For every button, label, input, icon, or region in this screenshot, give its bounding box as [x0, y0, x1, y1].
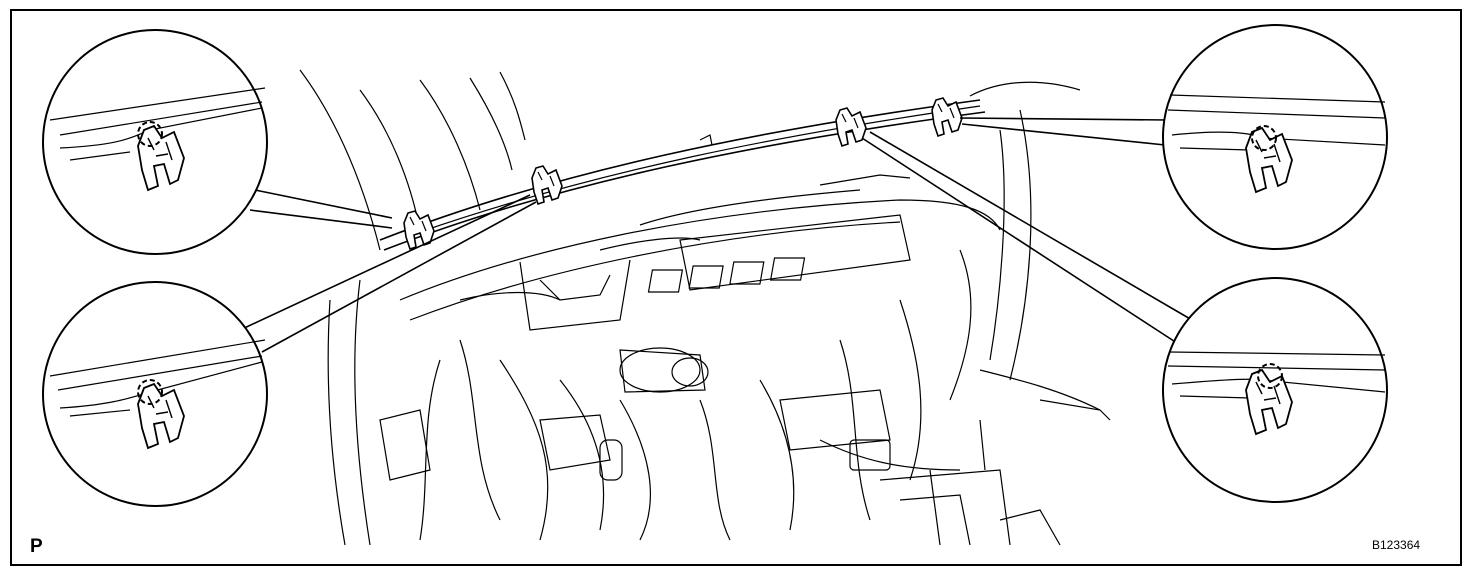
detail-circle-top-right	[1162, 24, 1388, 250]
detail-circle-bottom-left	[42, 281, 268, 507]
figure-code: B123364	[1372, 538, 1421, 552]
dashboard-illustration	[299, 69, 1111, 546]
detail-circle-bottom-right	[1162, 277, 1388, 503]
detail-circle-top-left	[42, 29, 268, 255]
corner-letter: P	[30, 536, 43, 557]
leader-lines	[239, 117, 1193, 353]
